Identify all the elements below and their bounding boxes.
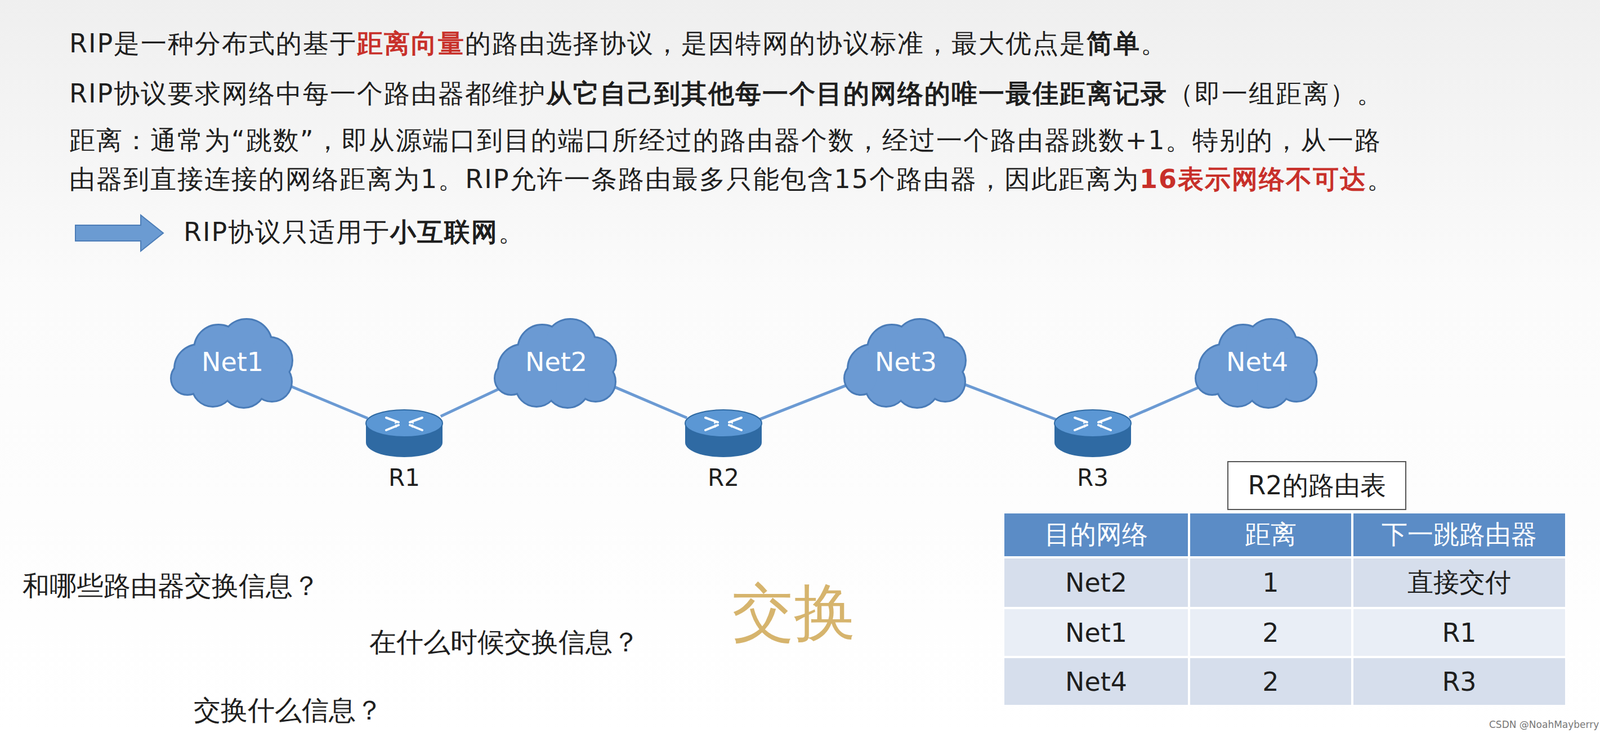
table-cell: R3	[1352, 657, 1567, 706]
body-text: RIP协议只适用于	[183, 216, 391, 248]
network-name: Net4	[1226, 346, 1289, 378]
body-text: RIP是一种分布式的基于	[69, 28, 357, 59]
cell-text: Net4	[1065, 666, 1128, 697]
block-arrow	[75, 215, 164, 252]
body-text: 。	[1140, 28, 1168, 59]
watermark: CSDN @NoahMayberry	[1489, 718, 1599, 731]
network-cloud: Net1	[164, 315, 301, 409]
link-line	[961, 383, 1057, 420]
table-cell: Net2	[1003, 557, 1190, 609]
bold-text: 从它自己到其他每一个目的网络的唯一最佳距离记录	[546, 78, 1168, 109]
cell-text: 直接交付	[1407, 565, 1512, 601]
table-caption: R2的路由表	[1247, 468, 1386, 504]
router-name: R2	[707, 463, 740, 492]
network-name: Net1	[201, 346, 264, 378]
question-text: 交换什么信息？	[193, 694, 383, 726]
table-caption-box: R2的路由表	[1227, 461, 1407, 511]
bold-text: 简单	[1086, 28, 1141, 59]
cloud-text-wrap: Net3	[838, 315, 974, 409]
exchange-title: 交换	[731, 576, 856, 649]
link-line	[611, 385, 687, 418]
router-icon	[682, 407, 764, 460]
header-text: 距离	[1244, 517, 1297, 553]
router-label-wrap: R3	[1029, 463, 1156, 492]
cell-text: 2	[1262, 666, 1279, 697]
table-cell: 2	[1189, 657, 1353, 706]
link-line	[1129, 386, 1202, 418]
router-name: R1	[388, 463, 420, 492]
text-line: RIP协议只适用于小互联网。	[183, 216, 526, 248]
body-text: 。	[1366, 163, 1394, 195]
cell-text: R1	[1441, 617, 1477, 648]
network-name: Net3	[874, 346, 937, 378]
router-label-wrap: R1	[341, 463, 468, 492]
body-text: （即一组距离）。	[1167, 78, 1384, 109]
table-header-cell: 目的网络	[1003, 512, 1190, 558]
cell-text: 1	[1262, 567, 1279, 598]
text-line: 距离：通常为“跳数”，即从源端口到目的端口所经过的路由器个数，经过一个路由器跳数…	[69, 124, 1382, 156]
table-cell: Net4	[1003, 657, 1190, 706]
text-holder: 交换什么信息？	[193, 694, 383, 727]
body-text: 距离：通常为“跳数”，即从源端口到目的端口所经过的路由器个数，经过一个路由器跳数…	[69, 124, 1382, 156]
cell-text: 2	[1262, 617, 1279, 648]
body-text: 。	[498, 216, 526, 248]
network-cloud: Net3	[838, 315, 974, 409]
header-text: 目的网络	[1044, 517, 1148, 553]
cell-text: Net1	[1065, 617, 1128, 648]
table-cell: 直接交付	[1352, 557, 1567, 609]
table-cell: R1	[1352, 608, 1567, 658]
network-cloud: Net2	[488, 315, 624, 409]
table-cell: Net1	[1003, 608, 1190, 658]
bold-text: 小互联网	[390, 216, 499, 248]
network-name: Net2	[525, 346, 588, 378]
question-text: 在什么时候交换信息？	[369, 626, 640, 658]
link-line	[760, 383, 851, 420]
router-node: R2	[682, 407, 764, 460]
network-cloud: Net4	[1189, 315, 1325, 409]
body-text: RIP协议要求网络中每一个路由器都维护	[69, 78, 547, 109]
router-label-wrap: R2	[660, 463, 787, 492]
router-icon	[1052, 407, 1134, 460]
cloud-text-wrap: Net4	[1189, 315, 1325, 409]
text-holder: 和哪些路由器交换信息？	[22, 569, 320, 603]
body-text: 由器到直接连接的网络距离为1。RIP允许一条路由最多只能包含15个路由器，因此距…	[69, 163, 1140, 195]
text-holder: 交换	[731, 575, 856, 650]
text-line: RIP协议要求网络中每一个路由器都维护从它自己到其他每一个目的网络的唯一最佳距离…	[69, 78, 1384, 110]
table-header-cell: 下一跳路由器	[1352, 512, 1567, 558]
router-node: R1	[363, 407, 445, 460]
cloud-text-wrap: Net1	[164, 315, 301, 409]
router-name: R3	[1076, 463, 1109, 492]
header-text: 下一跳路由器	[1381, 517, 1537, 553]
body-text: 的路由选择协议，是因特网的协议标准，最大优点是	[465, 28, 1087, 59]
text-holder: CSDN @NoahMayberry	[1489, 718, 1599, 731]
router-icon	[363, 407, 445, 460]
table-header-cell: 距离	[1189, 512, 1353, 558]
table-cell: 2	[1189, 608, 1353, 658]
text-line: 由器到直接连接的网络距离为1。RIP允许一条路由最多只能包含15个路由器，因此距…	[69, 163, 1394, 195]
question-text: 和哪些路由器交换信息？	[22, 569, 320, 602]
text-holder: 在什么时候交换信息？	[369, 626, 640, 659]
link-line	[440, 387, 502, 417]
highlight-text: 16表示网络不可达	[1139, 163, 1367, 195]
cell-text: Net2	[1065, 567, 1128, 598]
text-line: RIP是一种分布式的基于距离向量的路由选择协议，是因特网的协议标准，最大优点是简…	[69, 28, 1168, 60]
link-line	[287, 385, 368, 419]
router-node: R3	[1052, 407, 1134, 460]
table-cell: 1	[1189, 557, 1353, 609]
cell-text: R3	[1441, 666, 1477, 697]
cloud-text-wrap: Net2	[488, 315, 624, 409]
highlight-text: 距离向量	[356, 28, 466, 59]
